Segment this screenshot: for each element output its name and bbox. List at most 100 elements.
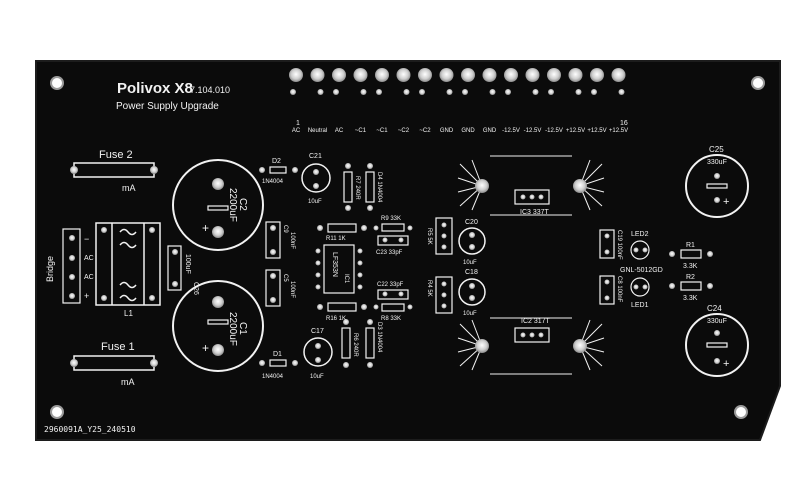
svg-text:100nF: 100nF xyxy=(289,232,295,249)
svg-text:3.3K: 3.3K xyxy=(683,263,698,270)
capacitor-c8: C8 100nF xyxy=(599,275,622,305)
svg-text:R11 1K: R11 1K xyxy=(326,236,346,242)
led-part-label: GNL-5012GD xyxy=(620,267,663,274)
header-pin-last: 16 xyxy=(620,120,628,127)
header-pad xyxy=(375,68,389,82)
header-pad xyxy=(611,68,626,82)
svg-text:C25: C25 xyxy=(709,145,724,154)
svg-text:10uF: 10uF xyxy=(463,260,477,266)
svg-text:LF353N: LF353N xyxy=(331,252,338,277)
svg-text:2200uF: 2200uF xyxy=(227,312,238,346)
header-pin-label: GND xyxy=(483,128,497,134)
regulator-ic3: IC3 337T xyxy=(457,155,605,216)
svg-text:330uF: 330uF xyxy=(707,159,727,166)
header-pin-first: 1 xyxy=(296,120,300,127)
header-via xyxy=(446,89,453,95)
svg-text:C20: C20 xyxy=(465,219,478,226)
header-via xyxy=(489,89,496,95)
header-via xyxy=(575,89,582,95)
header-pin-label: +12.5V xyxy=(566,128,585,134)
svg-text:10uF: 10uF xyxy=(463,311,477,317)
svg-text:R6 240R: R6 240R xyxy=(352,333,358,357)
svg-text:R8 33K: R8 33K xyxy=(381,316,401,322)
header-pin-label: GND xyxy=(461,128,475,134)
svg-text:R1: R1 xyxy=(686,242,695,249)
capacitor-c23: C23 33pF xyxy=(376,235,409,256)
resistor-r2: R2 3.3K xyxy=(669,274,713,302)
inductor-l1 xyxy=(95,222,161,306)
svg-text:C2: C2 xyxy=(237,198,248,211)
svg-text:R4 5K: R4 5K xyxy=(426,280,432,297)
svg-text:C26: C26 xyxy=(192,282,199,295)
resistor-r8: R8 33K xyxy=(373,303,413,322)
capacitor-c19: C19 100nF xyxy=(599,229,622,260)
capacitor-c18: C18 10uF xyxy=(458,269,486,317)
diode-d1: D1 1N4004 xyxy=(259,351,298,380)
capacitor-c5: C5 100nF xyxy=(265,269,295,307)
regulator-ic2: IC2 317T xyxy=(457,317,605,375)
svg-text:C5: C5 xyxy=(282,274,288,282)
svg-text:LED1: LED1 xyxy=(631,302,649,309)
resistor-r16: R16 1K xyxy=(317,302,367,322)
svg-text:mA: mA xyxy=(122,183,136,193)
pcb-board xyxy=(36,61,780,440)
header-pin-label: GND xyxy=(440,128,454,134)
inductor-l1-label: L1 xyxy=(124,309,133,318)
svg-text:C24: C24 xyxy=(707,304,722,313)
capacitor-c25: C25 + 330uF xyxy=(685,145,749,218)
svg-text:2200uF: 2200uF xyxy=(227,188,238,222)
svg-text:C17: C17 xyxy=(311,328,324,335)
header-pad xyxy=(353,68,368,82)
svg-text:10uF: 10uF xyxy=(308,199,322,205)
svg-text:D1: D1 xyxy=(273,351,282,358)
header-via xyxy=(462,89,468,95)
diode-d2: D2 1N4004 xyxy=(259,158,298,185)
svg-text:1N4004: 1N4004 xyxy=(262,179,284,185)
svg-text:C22 33pF: C22 33pF xyxy=(377,282,404,288)
header-via xyxy=(505,89,511,95)
header-pad xyxy=(568,68,583,82)
header-via xyxy=(376,89,382,95)
capacitor-c22: C22 33pF xyxy=(377,282,409,300)
svg-text:C23 33pF: C23 33pF xyxy=(376,250,403,256)
header-via xyxy=(419,89,425,95)
svg-text:C1: C1 xyxy=(237,322,248,335)
capacitor-c26: C26 100uF xyxy=(167,245,199,295)
fuse-2: Fuse 2 mA xyxy=(70,149,158,193)
ic1-opamp: LF353N IC1 xyxy=(315,244,363,294)
svg-text:C9: C9 xyxy=(282,225,288,233)
capacitor-c21: C21 10uF xyxy=(301,153,331,205)
svg-text:LED2: LED2 xyxy=(631,231,649,238)
trimmer-r5: R5 5K xyxy=(426,217,453,255)
header-pin-label: ~C1 xyxy=(376,128,388,134)
svg-text:+: + xyxy=(723,358,729,370)
header-via xyxy=(403,89,410,95)
svg-text:R16 1K: R16 1K xyxy=(326,316,346,322)
header-pad xyxy=(396,68,411,82)
capacitor-c2: + C2 2200uF xyxy=(172,159,264,251)
svg-text:R2: R2 xyxy=(686,274,695,281)
header-pad xyxy=(418,68,432,82)
diode-d3: D3 1N4004 xyxy=(365,319,382,368)
trimmer-r4: R4 5K xyxy=(426,276,453,314)
header-pin-label: -12.5V xyxy=(502,128,520,134)
header-via xyxy=(548,89,554,95)
header-pin-label: ~C1 xyxy=(355,128,367,134)
header-pin-label: -12.5V xyxy=(524,128,542,134)
header-pads xyxy=(289,68,626,82)
header-pin-label: ~C2 xyxy=(398,128,410,134)
svg-text:Bridge: Bridge xyxy=(45,256,55,282)
svg-text:100nF: 100nF xyxy=(289,281,295,298)
svg-text:C18: C18 xyxy=(465,269,478,276)
capacitor-c17: C17 10uF xyxy=(303,328,333,380)
svg-text:C21: C21 xyxy=(309,153,322,160)
header-pin-label: AC xyxy=(292,128,301,134)
resistor-r1: R1 3.3K xyxy=(669,242,713,270)
svg-text:+: + xyxy=(723,196,729,208)
resistor-r9: R9 33K xyxy=(373,216,413,232)
header-pin-label: ~C2 xyxy=(419,128,431,134)
svg-text:330uF: 330uF xyxy=(707,318,727,325)
header-pad xyxy=(590,68,604,82)
capacitor-c9: C9 100nF xyxy=(265,221,295,259)
